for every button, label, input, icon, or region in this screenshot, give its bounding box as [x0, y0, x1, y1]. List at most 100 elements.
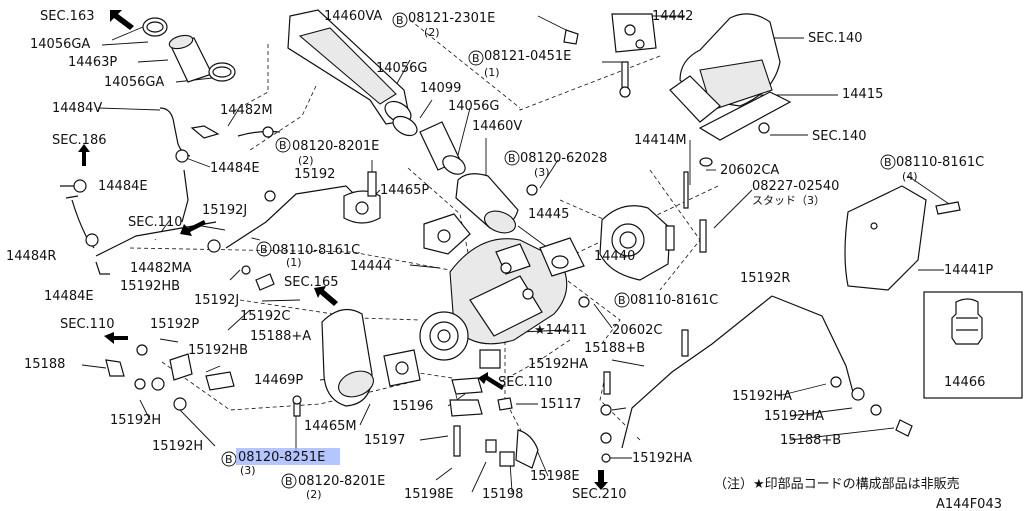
label-sec140-a[interactable]: SEC.140	[808, 31, 863, 46]
label-sec110-c[interactable]: SEC.110	[498, 375, 553, 390]
bolt-marker-b: B	[260, 243, 268, 256]
label-15117[interactable]: 15117	[540, 397, 581, 412]
oil-feed-pipe	[159, 107, 281, 223]
direction-arrows	[78, 10, 608, 490]
label-14099[interactable]: 14099	[420, 81, 461, 96]
label-14442[interactable]: 14442	[652, 9, 693, 24]
label-08121-2301E-qty: (2)	[424, 26, 440, 39]
arrow-icon-sec110b	[104, 332, 128, 344]
label-15192C[interactable]: 15192C	[240, 309, 290, 324]
label-20602CA[interactable]: 20602CA	[720, 163, 779, 178]
arrow-icon-sec163	[110, 10, 134, 30]
label-08227-02540[interactable]: 08227-02540	[752, 179, 839, 194]
label-14445[interactable]: 14445	[528, 207, 569, 222]
label-14460VA[interactable]: 14460VA	[324, 9, 382, 24]
label-15192P[interactable]: 15192P	[150, 317, 199, 332]
label-08121-2301E[interactable]: 08121-2301E	[408, 11, 495, 26]
label-15188[interactable]: 15188	[24, 357, 65, 372]
label-08121-0451E[interactable]: 08121-0451E	[484, 49, 571, 64]
label-15192-a[interactable]: 15192	[294, 167, 335, 182]
label-15198E-a[interactable]: 15198E	[530, 469, 580, 484]
label-15192HA-d[interactable]: 15192HA	[632, 451, 692, 466]
label-08120-62028-qty: (3)	[534, 166, 550, 179]
label-14411[interactable]: ★14411	[534, 323, 587, 338]
label-14415[interactable]: 14415	[842, 87, 883, 102]
label-14482MA[interactable]: 14482MA	[130, 261, 192, 276]
label-14440[interactable]: 14440	[594, 249, 635, 264]
label-14441P[interactable]: 14441P	[944, 263, 993, 278]
label-sec163[interactable]: SEC.163	[40, 9, 95, 24]
leader-lines	[81, 15, 953, 493]
label-08110-8161C-b[interactable]: 08110-8161C	[272, 243, 360, 258]
label-14056G-a[interactable]: 14056G	[376, 61, 427, 76]
label-14482M[interactable]: 14482M	[220, 103, 273, 118]
label-15188A[interactable]: 15188+A	[250, 329, 311, 344]
label-15198[interactable]: 15198	[482, 487, 523, 502]
label-15192HA-a[interactable]: 15192HA	[528, 357, 588, 372]
label-08121-0451E-qty: (1)	[484, 66, 500, 79]
label-sec165[interactable]: SEC.165	[284, 275, 339, 290]
arrow-icon-sec210	[594, 470, 608, 490]
label-08120-8201E-b-qty: (2)	[306, 488, 322, 501]
label-14414M[interactable]: 14414M	[634, 133, 687, 148]
exhaust-gasket-14445	[539, 237, 585, 277]
label-15192J-b[interactable]: 15192J	[194, 293, 239, 308]
label-08120-62028[interactable]: 08120-62028	[520, 151, 607, 166]
label-20602C[interactable]: 20602C	[612, 323, 662, 338]
oil-return-lower-parts	[449, 377, 539, 469]
label-14444[interactable]: 14444	[350, 259, 391, 274]
label-15192HA-b[interactable]: 15192HA	[732, 389, 792, 404]
label-15188B-b[interactable]: 15188+B	[780, 433, 841, 448]
label-15192J-a[interactable]: 15192J	[202, 203, 247, 218]
label-15192HB-a[interactable]: 15192HB	[120, 279, 180, 294]
exhaust-manifold-sec140	[669, 13, 781, 123]
footnote: （注）★印部品コードの構成部品は非販売	[714, 476, 960, 492]
label-14484V[interactable]: 14484V	[52, 101, 102, 116]
label-14460V[interactable]: 14460V	[472, 119, 522, 134]
label-08120-8201E-b[interactable]: 08120-8201E	[298, 474, 385, 489]
label-08120-8251E[interactable]: 08120-8251E	[238, 450, 325, 465]
label-14466[interactable]: 14466	[944, 375, 985, 390]
stud-and-nut	[526, 157, 713, 308]
label-14056GA-b[interactable]: 14056GA	[104, 75, 164, 90]
label-sec140-b[interactable]: SEC.140	[812, 129, 867, 144]
label-14463P[interactable]: 14463P	[68, 55, 117, 70]
bracket-14442	[563, 13, 657, 98]
label-14484R[interactable]: 14484R	[6, 249, 56, 264]
part-labels: SEC.163 14460VA 08121-2301E (2) 14442 SE…	[6, 9, 1002, 511]
label-08110-8161C-a[interactable]: 08110-8161C	[896, 155, 984, 170]
label-14056GA-a[interactable]: 14056GA	[30, 37, 90, 52]
label-08110-8161C-c[interactable]: 08110-8161C	[630, 293, 718, 308]
arrow-icon-sec165	[314, 286, 338, 306]
label-15198E-b[interactable]: 15198E	[404, 487, 454, 502]
label-15192R[interactable]: 15192R	[740, 271, 790, 286]
label-sec210[interactable]: SEC.210	[572, 487, 627, 502]
heat-shield-14441P	[844, 185, 961, 291]
label-14484E-a[interactable]: 14484E	[210, 161, 260, 176]
bolt-marker-b: B	[225, 453, 233, 466]
label-08110-8161C-a-qty: (4)	[902, 170, 918, 183]
label-15192HB-b[interactable]: 15192HB	[188, 343, 248, 358]
label-sec110-a[interactable]: SEC.110	[128, 215, 183, 230]
label-15192H-b[interactable]: 15192H	[152, 439, 203, 454]
arrow-icon-sec110c	[478, 372, 504, 390]
label-15197[interactable]: 15197	[364, 433, 405, 448]
turbocharger-14411	[419, 238, 568, 369]
label-15188B-a[interactable]: 15188+B	[584, 341, 645, 356]
label-sec186[interactable]: SEC.186	[52, 133, 107, 148]
label-08120-8201E-a[interactable]: 08120-8201E	[292, 139, 379, 154]
bolt-marker-b: B	[285, 475, 293, 488]
label-14484E-b[interactable]: 14484E	[98, 179, 148, 194]
bolt-marker-b: B	[279, 139, 287, 152]
label-sec110-b[interactable]: SEC.110	[60, 317, 115, 332]
label-15192H-a[interactable]: 15192H	[110, 413, 161, 428]
label-15196[interactable]: 15196	[392, 399, 433, 414]
label-14465P[interactable]: 14465P	[380, 183, 429, 198]
label-14484E-c[interactable]: 14484E	[44, 289, 94, 304]
label-14056G-b[interactable]: 14056G	[448, 99, 499, 114]
label-15192HA-c[interactable]: 15192HA	[764, 409, 824, 424]
label-14469P[interactable]: 14469P	[254, 373, 303, 388]
label-14465M[interactable]: 14465M	[304, 419, 357, 434]
label-08120-8251E-qty: (3)	[240, 464, 256, 477]
